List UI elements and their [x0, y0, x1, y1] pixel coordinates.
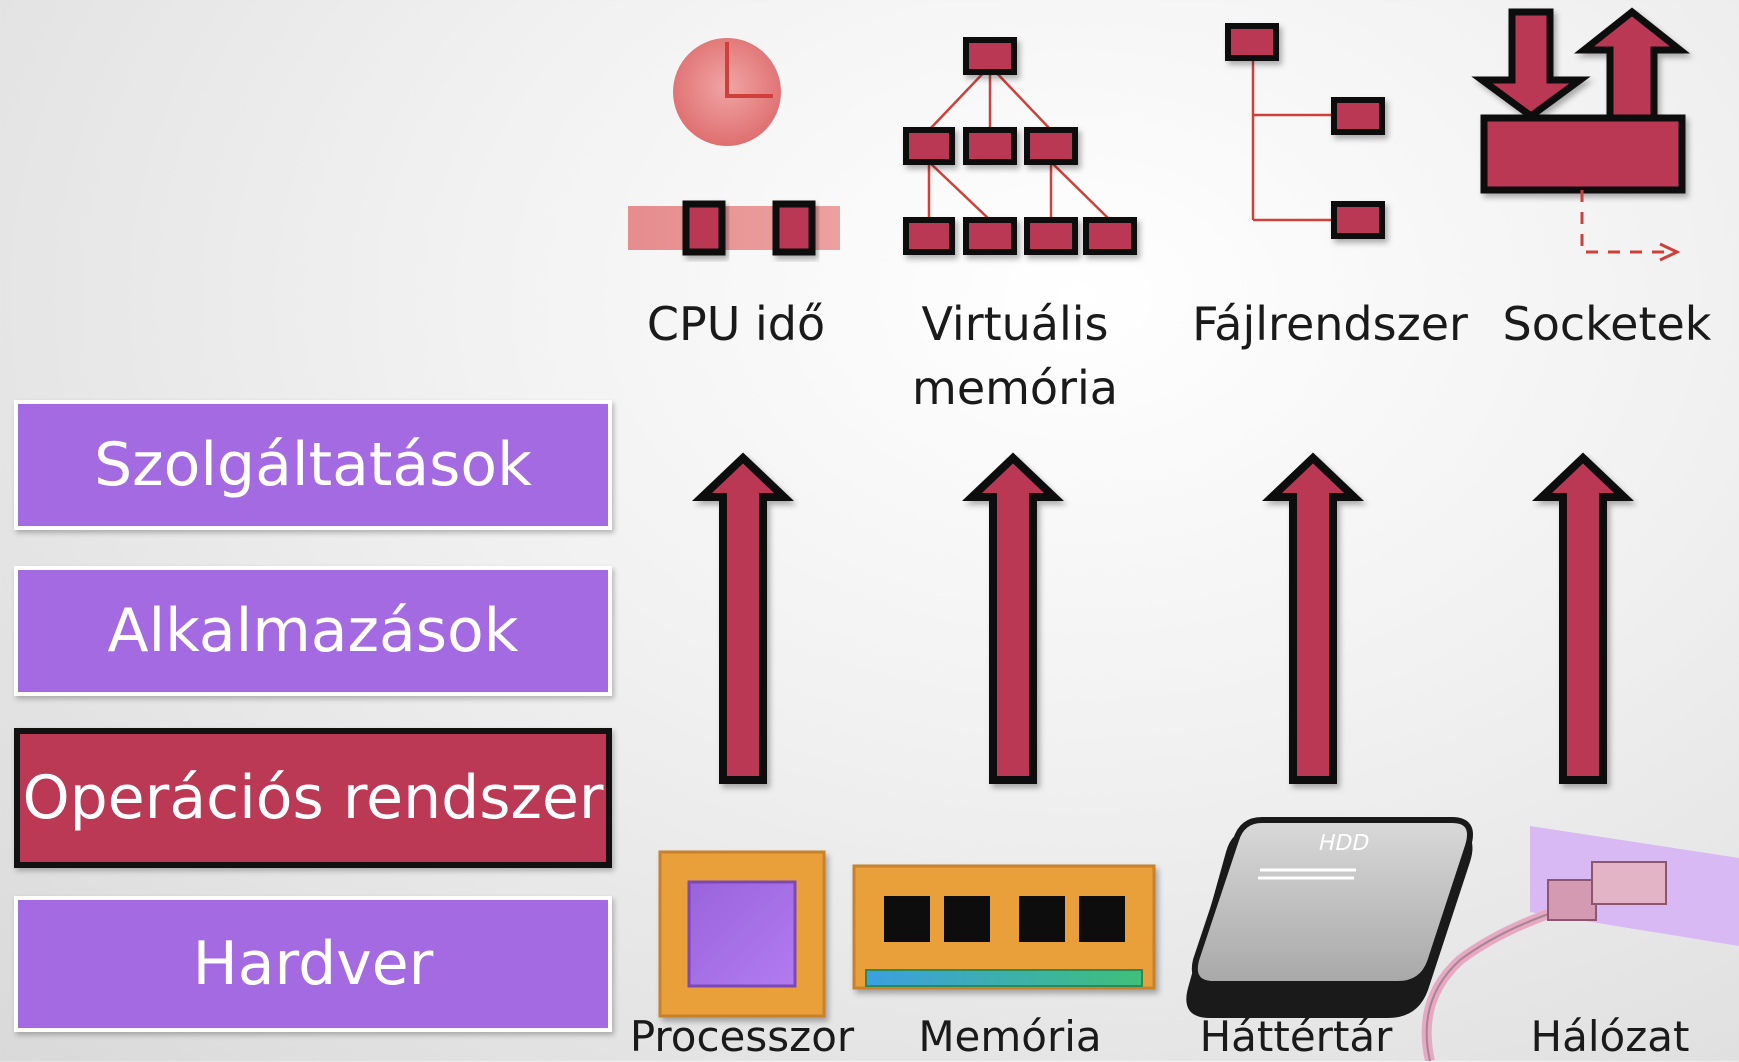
label-processor: Processzor	[629, 1012, 855, 1061]
socket-io-icon	[1471, 7, 1691, 262]
ram-module-icon	[852, 864, 1156, 990]
up-arrow-icon	[1261, 452, 1365, 784]
cpu-chip-icon	[658, 850, 826, 1018]
layer-hardware-label: Hardver	[192, 929, 434, 999]
timeline-icon	[628, 200, 840, 256]
label-virtual-memory-line2: memória	[912, 361, 1118, 415]
layer-applications-label: Alkalmazások	[107, 596, 519, 666]
label-network: Hálózat	[1530, 1012, 1690, 1061]
clock-icon	[673, 38, 781, 146]
up-arrow-icon	[1531, 452, 1635, 784]
hdd-icon: HDD	[1186, 817, 1473, 1018]
layer-os-label: Operációs rendszer	[22, 763, 604, 833]
up-arrow-icon	[961, 452, 1065, 784]
folder-tree-icon	[1225, 23, 1385, 239]
layer-applications: Alkalmazások	[14, 566, 612, 696]
hdd-label: HDD	[1316, 830, 1372, 856]
layer-operating-system: Operációs rendszer	[14, 728, 612, 868]
layer-services-label: Szolgáltatások	[94, 430, 532, 500]
label-storage: Háttértár	[1199, 1012, 1393, 1061]
up-arrow-icon	[691, 452, 795, 784]
label-sockets: Socketek	[1502, 297, 1712, 351]
layer-hardware: Hardver	[14, 896, 612, 1032]
label-virtual-memory-line1: Virtuális	[921, 297, 1109, 351]
network-cable-icon	[1421, 826, 1739, 1061]
tree-icon	[903, 37, 1137, 255]
label-memory: Memória	[918, 1012, 1102, 1061]
layer-services: Szolgáltatások	[14, 400, 612, 530]
label-cpu-time: CPU idő	[646, 297, 826, 351]
label-filesystem: Fájlrendszer	[1192, 297, 1468, 351]
